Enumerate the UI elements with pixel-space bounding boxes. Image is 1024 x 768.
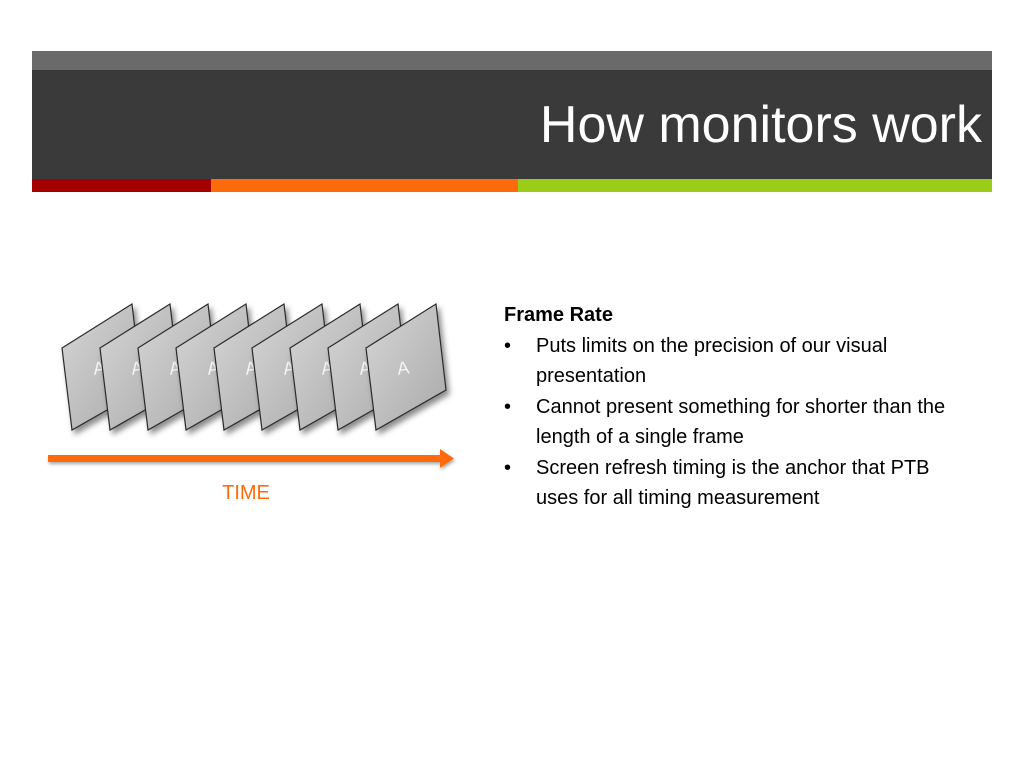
bullet-item: • Cannot present something for shorter t… — [504, 392, 974, 453]
bullet-text: Screen refresh timing is the anchor that… — [536, 456, 930, 510]
title-bar-top-strip — [32, 51, 992, 70]
bullet-item: • Screen refresh timing is the anchor th… — [504, 453, 974, 514]
time-axis-label: TIME — [222, 482, 270, 504]
accent-segment-red — [32, 179, 211, 192]
bullet-text: Puts limits on the precision of our visu… — [536, 334, 888, 388]
bullet-marker: • — [504, 456, 512, 479]
bullet-marker: • — [504, 395, 512, 418]
slide-title: How monitors work — [539, 96, 982, 154]
frame-label: A — [396, 357, 411, 378]
title-bar: How monitors work — [32, 51, 992, 179]
bullet-marker: • — [504, 334, 512, 357]
section-heading: Frame Rate — [504, 304, 613, 326]
accent-segment-green — [518, 179, 992, 192]
frame-card: A — [365, 302, 447, 431]
time-arrow — [48, 449, 454, 468]
accent-segment-orange — [211, 179, 518, 192]
accent-bar — [32, 179, 992, 192]
bullet-item: • Puts limits on the precision of our vi… — [504, 331, 974, 392]
content-block: Frame Rate • Puts limits on the precisio… — [504, 300, 974, 514]
bullet-text: Cannot present something for shorter tha… — [536, 395, 946, 449]
bullet-list: • Puts limits on the precision of our vi… — [504, 331, 974, 514]
